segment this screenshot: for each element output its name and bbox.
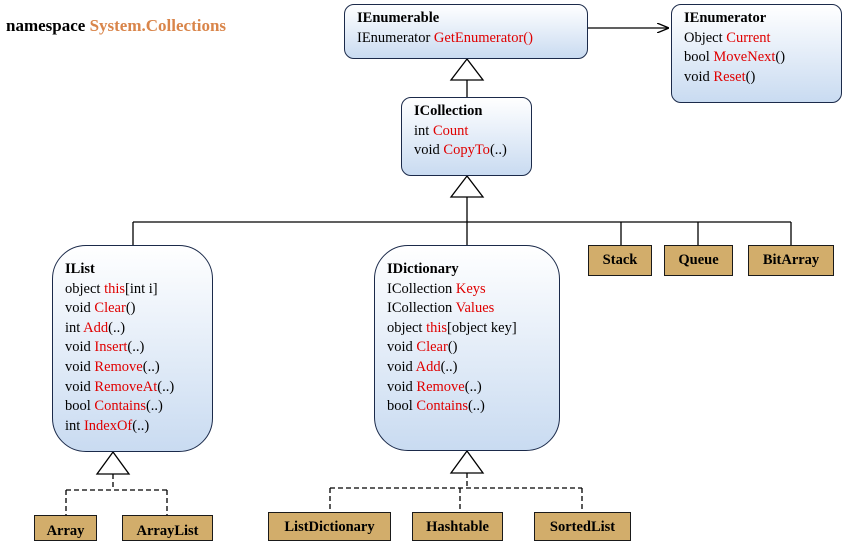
member: void Add(..) [387, 358, 458, 375]
namespace-keyword: namespace [6, 16, 86, 35]
interface-title: ICollection [414, 103, 483, 119]
class-queue: Queue [664, 245, 733, 276]
member: void CopyTo(..) [414, 142, 507, 159]
member: ICollection Keys [387, 280, 486, 297]
class-array: Array [34, 515, 97, 541]
member: int Add(..) [65, 319, 126, 336]
member: bool Contains(..) [65, 398, 163, 415]
interface-idictionary: IDictionary ICollection Keys ICollection… [374, 245, 560, 451]
member: Object Current [684, 29, 771, 46]
interface-ienumerator: IEnumerator Object Current bool MoveNext… [671, 4, 842, 103]
member: int IndexOf(..) [65, 417, 150, 434]
member: IEnumerator GetEnumerator() [357, 29, 533, 46]
member: void Remove(..) [65, 358, 160, 375]
member: void RemoveAt(..) [65, 378, 175, 395]
namespace-name: System.Collections [89, 16, 227, 35]
namespace-heading: namespace System.Collections [6, 16, 226, 36]
member: void Reset() [684, 68, 756, 85]
member: bool Contains(..) [387, 398, 485, 415]
interface-title: IList [65, 261, 95, 277]
interface-ilist: IList object this[int i] void Clear() in… [52, 245, 213, 452]
member: void Insert(..) [65, 339, 145, 356]
member: int Count [414, 122, 469, 139]
interface-icollection: ICollection int Count void CopyTo(..) [401, 97, 532, 176]
class-bitarray: BitArray [748, 245, 834, 276]
interface-title: IEnumerator [684, 10, 767, 26]
class-stack: Stack [588, 245, 652, 276]
member: void Clear() [387, 339, 458, 356]
member: object this[int i] [65, 280, 158, 297]
interface-title: IDictionary [387, 261, 459, 277]
class-arraylist: ArrayList [122, 515, 213, 541]
member: void Remove(..) [387, 378, 482, 395]
inheritance-triangle-icollection [449, 174, 485, 198]
member: void Clear() [65, 300, 136, 317]
inheritance-triangle-ienumerable [449, 57, 485, 81]
member: object this[object key] [387, 319, 517, 336]
member: ICollection Values [387, 300, 495, 317]
implementation-triangle-ilist [95, 450, 131, 475]
implementation-triangle-idictionary [449, 449, 485, 474]
class-listdictionary: ListDictionary [268, 512, 391, 541]
member: bool MoveNext() [684, 49, 786, 66]
interface-ienumerable: IEnumerable IEnumerator GetEnumerator() [344, 4, 588, 59]
class-hashtable: Hashtable [412, 512, 503, 541]
class-sortedlist: SortedList [534, 512, 631, 541]
interface-title: IEnumerable [357, 10, 440, 26]
